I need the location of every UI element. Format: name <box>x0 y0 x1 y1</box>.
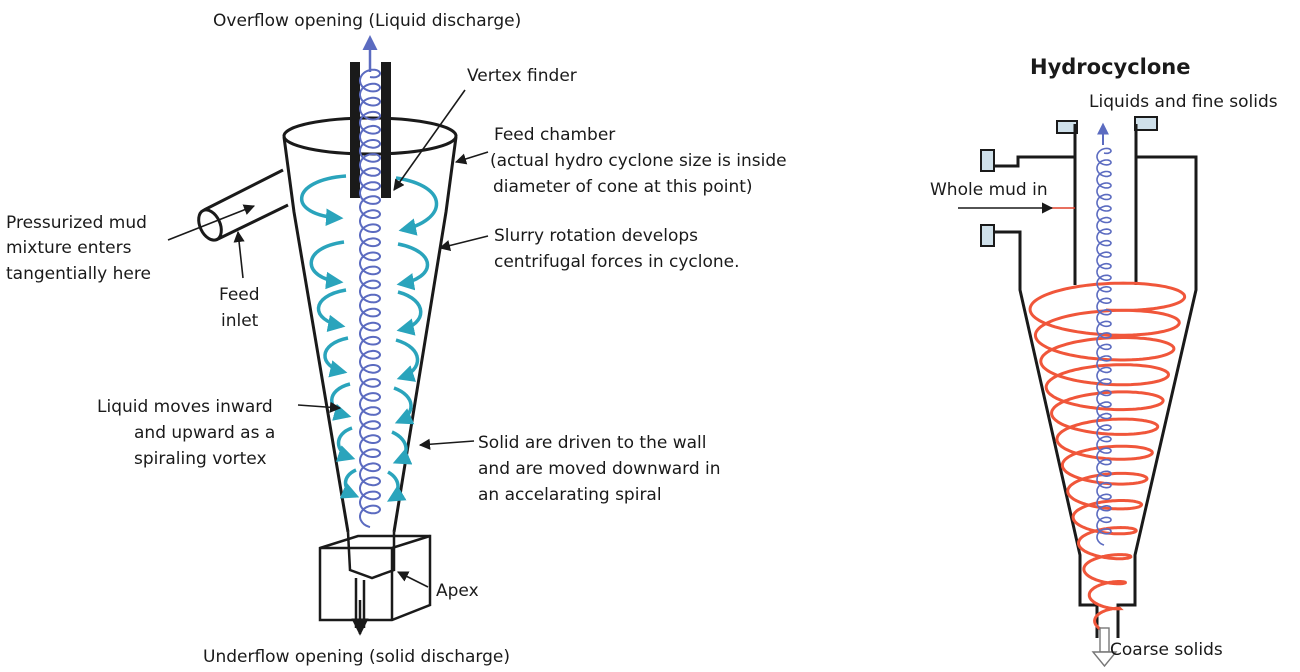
coarse-solids-arrow <box>1091 627 1118 668</box>
solid-label-line1: Solid are driven to the wall <box>478 433 706 453</box>
whole-mud-in-label: Whole mud in <box>930 180 1048 200</box>
solid-label-line3: an accelarating spiral <box>478 485 662 505</box>
feed-chamber-rim <box>282 116 458 156</box>
pressurized-label-line1: Pressurized mud <box>6 213 147 233</box>
slurry-rotation-arrows <box>299 174 439 502</box>
vortex-finder-label: Vertex finder <box>467 66 577 86</box>
pressurized-label-line2: mixture enters <box>6 238 132 258</box>
slurry-label-line1: Slurry rotation develops <box>494 226 698 246</box>
overflow-label: Overflow opening (Liquid discharge) <box>213 11 521 31</box>
liquid-label-line1: Liquid moves inward <box>97 397 273 417</box>
liquid-spiral <box>1096 147 1112 546</box>
underflow-label: Underflow opening (solid discharge) <box>203 647 510 667</box>
liquid-label-line3: spiraling vortex <box>134 449 267 469</box>
vortex-finder-left-wall <box>350 62 360 198</box>
solid-spiral <box>1028 281 1187 634</box>
lower-inlet-flange <box>980 224 995 247</box>
feed-inlet-label-line1: Feed <box>219 285 260 305</box>
right-top-flange <box>1134 116 1158 131</box>
pressurized-label-line3: tangentially here <box>6 264 151 284</box>
feed-chamber-label-line1: Feed chamber <box>494 125 615 145</box>
cyclone-body <box>282 136 458 533</box>
slurry-label-line2: centrifugal forces in cyclone. <box>494 252 740 272</box>
feed-inlet-pipe <box>197 168 289 242</box>
right-hydrocyclone-diagram: Hydrocyclone Liquids and fine solids Who… <box>930 55 1278 668</box>
top-output-label: Liquids and fine solids <box>1089 92 1278 112</box>
feed-inlet-label-line2: inlet <box>221 311 259 331</box>
apex-label: Apex <box>436 581 479 601</box>
liquid-vortex-spiral <box>359 68 381 528</box>
hydrocyclone-body <box>994 155 1198 638</box>
left-cyclone-diagram: Overflow opening (Liquid discharge) Vert… <box>6 11 787 667</box>
solid-label-line2: and are moved downward in <box>478 459 721 479</box>
feed-chamber-label-line2: (actual hydro cyclone size is inside <box>490 151 787 171</box>
upper-inlet-flange <box>980 149 995 172</box>
feed-chamber-label-line3: diameter of cone at this point) <box>493 177 753 197</box>
left-top-flange <box>1056 120 1078 134</box>
liquid-label-line2: and upward as a <box>134 423 275 443</box>
pointer-arrows <box>167 89 489 588</box>
hydrocyclone-title: Hydrocyclone <box>1030 55 1190 79</box>
vortex-finder-right-wall <box>381 62 391 198</box>
overflow-tube <box>1073 124 1138 285</box>
coarse-solids-label: Coarse solids <box>1110 640 1223 660</box>
